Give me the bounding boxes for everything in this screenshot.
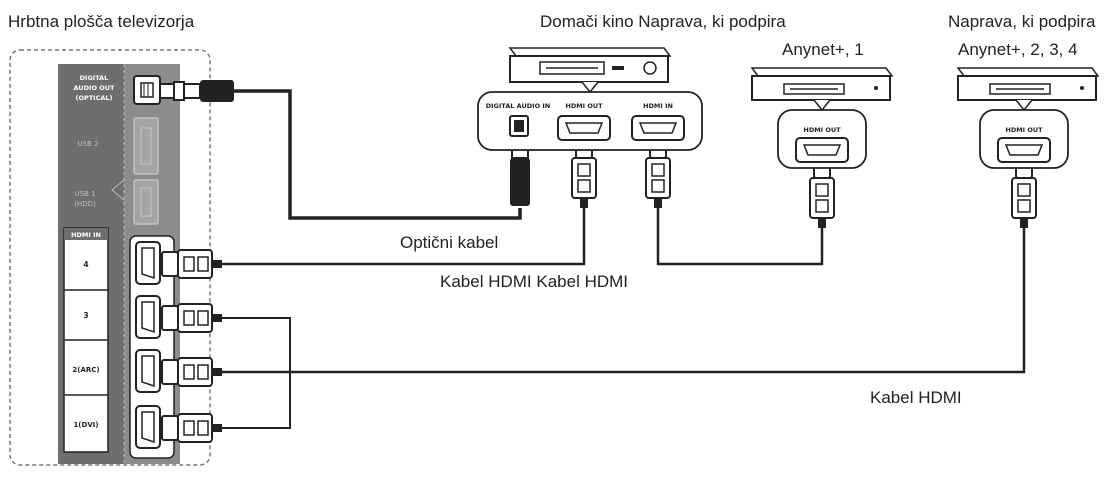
device2-label-line1: Naprava, ki podpira [948, 12, 1096, 31]
tv-hdmi-ports-frame [129, 235, 175, 459]
tv-hdmi-in-block: HDMI IN 4 3 2(ARC) 1(DVI) [63, 227, 109, 453]
device2-label-line2: Anynet+, 2, 3, 4 [958, 40, 1078, 59]
tv-hdmi-port-1 [135, 405, 161, 449]
home-cinema-label: Domači kino Naprava, ki podpira [540, 12, 786, 31]
hdmi-cable-label: Kabel HDMI [870, 388, 962, 407]
device2-hdmi-out-port [997, 137, 1051, 163]
home-cinema-optical-in-port [509, 115, 529, 137]
svg-text:2(ARC): 2(ARC) [72, 366, 99, 374]
hdmi-cables-label: Kabel HDMI Kabel HDMI [440, 272, 629, 291]
tv-hdmi-port-4 [135, 241, 161, 285]
tv-back-label: Hrbtna plošča televizorja [8, 12, 195, 31]
svg-text:4: 4 [83, 260, 88, 269]
home-cinema-hdmi-out-port [557, 115, 611, 141]
optical-cable-label: Optični kabel [400, 233, 499, 252]
svg-text:USB 2: USB 2 [77, 140, 98, 148]
svg-text:USB 1: USB 1 [74, 190, 95, 198]
svg-text:(HDD): (HDD) [74, 200, 96, 208]
tv-optical-out-port [133, 75, 161, 105]
svg-text:DIGITAL: DIGITAL [80, 74, 109, 82]
svg-text:1(DVI): 1(DVI) [73, 421, 98, 429]
home-cinema-hdmi-in-port [631, 115, 685, 141]
tv-optical-out-label: DIGITAL AUDIO OUT (OPTICAL) [74, 74, 116, 102]
svg-text:HDMI OUT: HDMI OUT [1005, 126, 1043, 134]
home-cinema-device [508, 47, 672, 94]
svg-text:3: 3 [83, 311, 88, 320]
svg-text:DIGITAL AUDIO IN: DIGITAL AUDIO IN [486, 102, 551, 110]
anynet-device-2 [956, 67, 1100, 112]
tv-usb2-port: USB 2 [77, 117, 159, 175]
tv-hdmi-port-2 [135, 349, 161, 393]
svg-text:HDMI OUT: HDMI OUT [565, 102, 603, 110]
device1-label: Anynet+, 1 [782, 40, 864, 59]
optical-cable [159, 80, 530, 220]
hdmi-cable-home-cinema-to-device1 [645, 143, 835, 266]
tv-usb1-port: USB 1 (HDD) [74, 179, 159, 225]
svg-text:(OPTICAL): (OPTICAL) [75, 94, 112, 102]
svg-text:HDMI OUT: HDMI OUT [803, 126, 841, 134]
hdmi-cable-tv-to-device2 [161, 163, 1037, 443]
tv-hdmi-port-3 [135, 295, 161, 339]
anynet-device-1 [750, 67, 894, 112]
device1-hdmi-out-port [795, 137, 849, 163]
svg-text:HDMI IN: HDMI IN [643, 102, 673, 110]
svg-text:AUDIO OUT: AUDIO OUT [74, 84, 116, 92]
svg-text:HDMI IN: HDMI IN [71, 231, 101, 239]
hdmi-cable-tv-to-home-cinema [161, 143, 597, 279]
